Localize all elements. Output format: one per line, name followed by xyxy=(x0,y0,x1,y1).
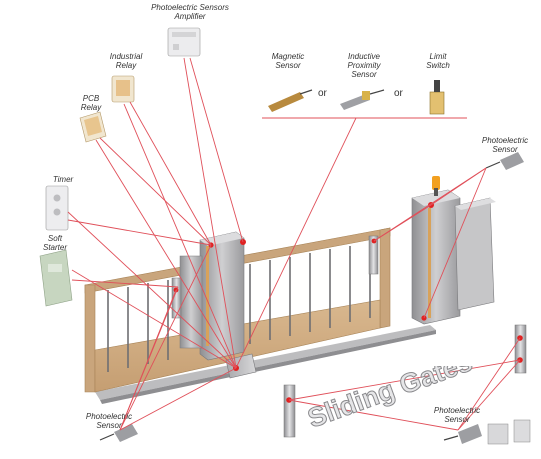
leader-lines xyxy=(67,57,521,431)
magnetic-sensor-device xyxy=(268,89,313,112)
sliding-gates-title-text: Sliding Gates xyxy=(304,366,476,434)
pcb-relay-device xyxy=(79,111,107,143)
sliding-gates-title: Sliding Gates xyxy=(303,366,476,434)
photoelectric-sensor-right-label: Photoelectric Sensor xyxy=(481,136,529,154)
amplifier-label: Photoelectric Sensors Amplifier xyxy=(151,3,229,21)
photoelectric-sensor-right-device xyxy=(485,152,524,170)
limit-switch-label: Limit Switch xyxy=(426,52,450,70)
soft-starter-device xyxy=(39,249,73,307)
photoelectric-sensor-bottom-right-devices xyxy=(443,419,531,445)
industrial-relay-device xyxy=(111,75,135,103)
soft-starter-label: Soft Starter xyxy=(42,234,67,252)
ground-rail xyxy=(95,325,436,404)
limit-switch-device xyxy=(429,80,445,115)
or-separator-2: or xyxy=(394,88,403,99)
magnetic-sensor-label: Magnetic Sensor xyxy=(271,52,305,70)
photoelectric-sensor-bottom-right-label: Photoelectric Sensor xyxy=(433,406,481,424)
timer-label: Timer xyxy=(52,175,74,184)
industrial-relay-label: Industrial Relay xyxy=(109,52,143,70)
amplifier-device xyxy=(167,27,201,57)
pcb-relay-label: PCB Relay xyxy=(80,94,102,112)
photoelectric-sensor-bottom-left-label: Photoelectric Sensor xyxy=(85,412,133,430)
photoelectric-sensor-bottom-left-device xyxy=(99,424,138,442)
timer-device xyxy=(45,185,69,231)
or-separator-1: or xyxy=(318,88,327,99)
inductive-sensor-label: Inductive Proximity Sensor xyxy=(347,52,381,79)
inductive-sensor-device xyxy=(340,89,385,110)
right-pillar xyxy=(368,176,496,325)
